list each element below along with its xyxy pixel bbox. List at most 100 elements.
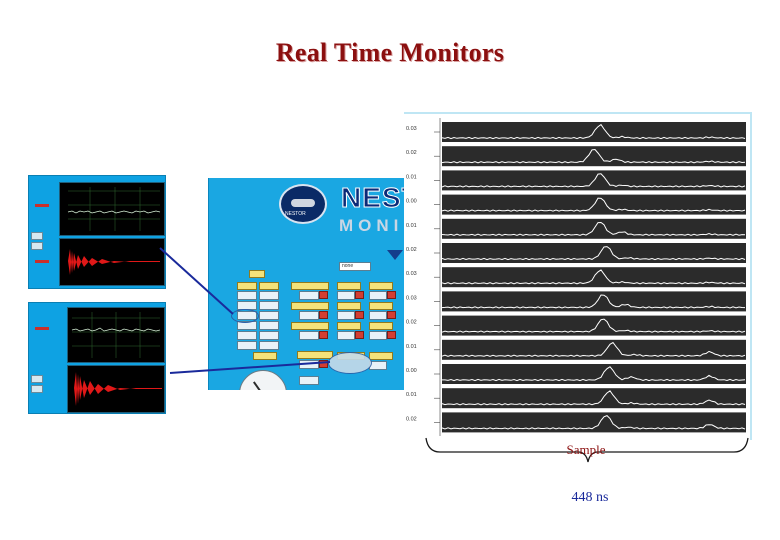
waveform-tick-label: 0.03 bbox=[406, 126, 417, 132]
panel-brand: NEST bbox=[341, 182, 406, 214]
panel-label bbox=[337, 302, 361, 310]
scope-control-button[interactable] bbox=[31, 242, 43, 250]
waveform-trace bbox=[441, 294, 746, 309]
panel-value-field[interactable] bbox=[259, 311, 279, 320]
waveform-trace bbox=[441, 269, 746, 285]
waveform-strip bbox=[442, 291, 746, 312]
highlight-ellipse-right bbox=[328, 352, 372, 374]
panel-label bbox=[291, 322, 329, 330]
waveform-strip bbox=[442, 339, 746, 360]
scope-marker bbox=[35, 204, 49, 207]
panel-value-field[interactable] bbox=[259, 301, 279, 310]
waveform-tick-label: 0.01 bbox=[406, 392, 417, 398]
panel-value-field[interactable] bbox=[259, 321, 279, 330]
panel-label bbox=[369, 352, 393, 360]
waveform-strip bbox=[442, 364, 746, 384]
rate-gauge bbox=[239, 370, 287, 390]
waveform-tick-label: 0.02 bbox=[406, 416, 417, 422]
sample-label: Sample bbox=[566, 442, 606, 457]
waveform-trace bbox=[442, 366, 746, 382]
panel-value-field[interactable] bbox=[237, 341, 257, 350]
pulse-trace-plot bbox=[74, 372, 162, 406]
logo-text: NESTOR bbox=[285, 211, 306, 217]
noise-trace-plot bbox=[67, 187, 161, 231]
panel-red-button[interactable] bbox=[355, 311, 364, 319]
waveform-tick-label: 0.03 bbox=[406, 295, 417, 301]
waveform-trace bbox=[441, 415, 746, 430]
scope-control-button[interactable] bbox=[31, 232, 43, 240]
panel-value-field[interactable] bbox=[299, 291, 319, 300]
scope-marker bbox=[35, 260, 49, 263]
noise-trace-screen bbox=[59, 182, 165, 236]
scope-control-button[interactable] bbox=[31, 385, 43, 393]
panel-value-field[interactable] bbox=[299, 331, 319, 340]
waveform-trace bbox=[441, 221, 746, 236]
panel-value-field[interactable] bbox=[259, 341, 279, 350]
panel-red-button[interactable] bbox=[319, 360, 328, 368]
monitor-control-panel: NESTOR NEST MONI none bbox=[208, 178, 406, 390]
waveform-strip bbox=[442, 388, 746, 409]
pulse-trace-screen bbox=[59, 238, 165, 286]
scope-window-lower bbox=[28, 302, 166, 414]
panel-red-button[interactable] bbox=[319, 331, 328, 339]
panel-subtitle: MONI bbox=[339, 216, 404, 235]
pulse-trace-screen bbox=[67, 365, 165, 413]
nestor-logo-icon bbox=[279, 184, 327, 224]
panel-value-field[interactable] bbox=[259, 291, 279, 300]
panel-value-field[interactable] bbox=[369, 291, 387, 300]
waveform-tick-label: 0.01 bbox=[406, 223, 417, 229]
panel-red-button[interactable] bbox=[387, 291, 396, 299]
scope-window-upper bbox=[28, 175, 166, 289]
panel-red-button[interactable] bbox=[319, 311, 328, 319]
waveform-tick-label: 0.02 bbox=[406, 320, 417, 326]
panel-value-field[interactable] bbox=[237, 291, 257, 300]
panel-value-field[interactable] bbox=[299, 311, 319, 320]
panel-value-field[interactable] bbox=[299, 360, 319, 369]
panel-label bbox=[249, 270, 265, 278]
waveform-trace bbox=[441, 318, 746, 333]
channel-select[interactable]: none bbox=[339, 262, 371, 271]
waveform-tick-label: 0.00 bbox=[406, 199, 417, 205]
panel-value-field[interactable] bbox=[337, 331, 355, 340]
noise-trace-plot bbox=[71, 312, 161, 358]
panel-red-button[interactable] bbox=[319, 291, 328, 299]
waveform-tick-label: 0.02 bbox=[406, 247, 417, 253]
filter-icon bbox=[387, 250, 403, 260]
waveform-trace bbox=[441, 148, 746, 164]
panel-label bbox=[337, 282, 361, 290]
gauge-needle bbox=[253, 381, 264, 390]
panel-label bbox=[337, 322, 361, 330]
waveform-strip bbox=[442, 412, 746, 433]
waveform-tick-label: 0.02 bbox=[406, 150, 417, 156]
panel-red-button[interactable] bbox=[387, 331, 396, 339]
panel-label bbox=[291, 302, 329, 310]
waveform-tick-label: 0.03 bbox=[406, 271, 417, 277]
panel-label bbox=[291, 282, 329, 290]
panel-label bbox=[237, 282, 257, 290]
panel-value-field[interactable] bbox=[369, 331, 387, 340]
highlight-ellipse-left bbox=[231, 309, 259, 323]
panel-value-field[interactable] bbox=[337, 311, 355, 320]
scope-control-button[interactable] bbox=[31, 375, 43, 383]
panel-red-button[interactable] bbox=[355, 331, 364, 339]
waveform-trace bbox=[441, 341, 746, 357]
waveform-trace bbox=[441, 390, 746, 406]
panel-value-field[interactable] bbox=[337, 291, 355, 300]
waveform-strip bbox=[442, 315, 746, 336]
waveform-stack-plot: 0.030.020.010.000.010.020.030.030.020.01… bbox=[406, 118, 746, 436]
panel-red-button[interactable] bbox=[355, 291, 364, 299]
panel-label bbox=[369, 302, 393, 310]
waveform-trace bbox=[441, 123, 746, 140]
panel-value-field[interactable] bbox=[299, 376, 319, 385]
waveform-tick-label: 0.00 bbox=[406, 368, 417, 374]
panel-value-field[interactable] bbox=[237, 331, 257, 340]
panel-value-field[interactable] bbox=[259, 331, 279, 340]
waveform-trace bbox=[441, 173, 746, 188]
pulse-trace-plot bbox=[68, 249, 160, 275]
panel-value-field[interactable] bbox=[369, 311, 387, 320]
waveform-trace bbox=[441, 197, 746, 212]
slide-title: Real Time Monitors bbox=[275, 38, 505, 67]
panel-red-button[interactable] bbox=[387, 311, 396, 319]
duration-label: 448 ns bbox=[571, 490, 609, 505]
